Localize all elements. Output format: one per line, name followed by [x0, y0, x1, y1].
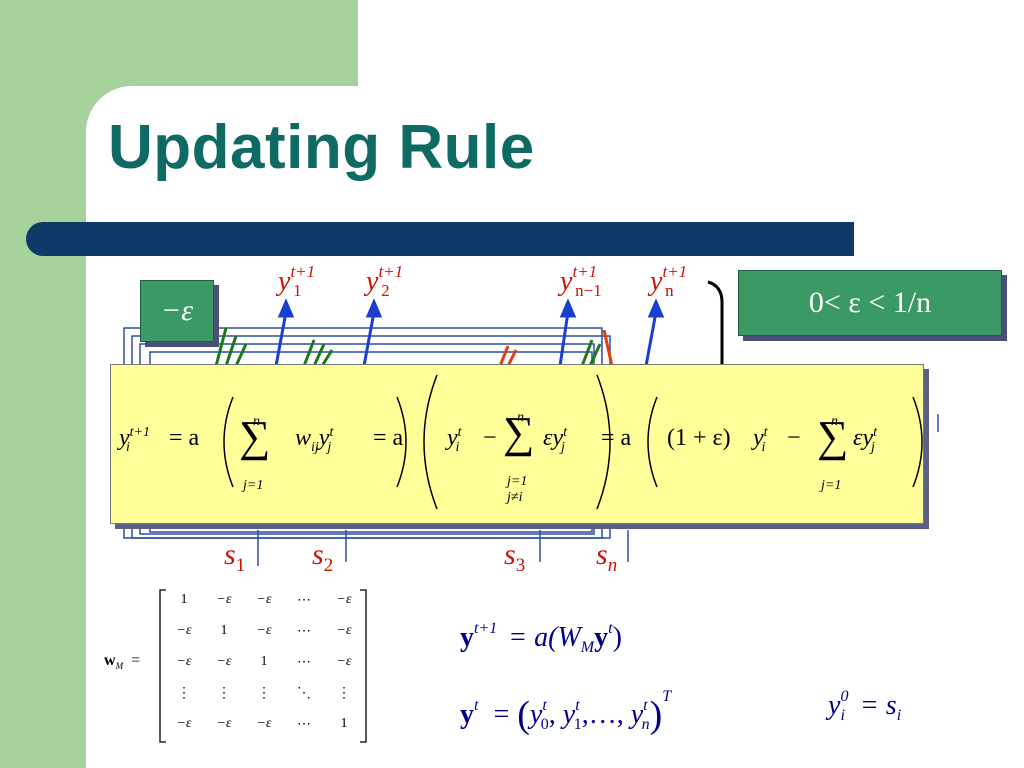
sum-3-bottom: j=1 [821, 478, 842, 493]
matrix-cell: ⋮ [217, 686, 231, 701]
matrix-cell: ⋮ [337, 686, 351, 701]
weight-line [602, 329, 614, 367]
matrix-cell: −ε [176, 654, 192, 669]
matrix-cell: ⋮ [177, 686, 191, 701]
output-arrow-4 [644, 311, 658, 367]
weight-line [234, 343, 248, 367]
weight-line [588, 343, 602, 367]
output-arrow-3 [558, 311, 570, 367]
initial-condition-equation: y0i = si [828, 688, 902, 724]
matrix-cell: −ε [176, 623, 192, 638]
output-y1: yt+11 [278, 262, 316, 300]
output-arrow-2 [362, 311, 376, 367]
matrix-cell: −ε [256, 592, 272, 607]
matrix-cell: ⋯ [297, 655, 311, 670]
update-equation: yt+1 = a(WMyt) [460, 620, 622, 656]
matrix-cell: 1 [220, 623, 228, 638]
sum-3-top: n [831, 414, 838, 429]
sum-1-top: n [253, 414, 260, 429]
output-arrow-1 [274, 311, 288, 367]
output-yn: yt+1n [650, 262, 688, 300]
arrowhead [647, 298, 665, 318]
weight-line [224, 335, 238, 367]
sum-3-sigma: ∑ [817, 412, 849, 461]
matrix-cell: −ε [336, 623, 352, 638]
input-s2: s2 [312, 538, 334, 576]
epsilon-condition-box: 0< ε < 1/n [738, 270, 1002, 336]
formula-minus-2: − [787, 425, 801, 451]
formula-eps-y-term-2: εytj [853, 425, 878, 455]
matrix-cell: −ε [216, 654, 232, 669]
weight-line [498, 345, 510, 367]
sum-1-bottom: j=1 [243, 478, 264, 493]
matrix-cell: −ε [216, 716, 232, 731]
sum-2-bottom-2: j≠i [507, 490, 523, 505]
formula-lhs: yt+1i [119, 425, 150, 455]
matrix-cell: 1 [260, 654, 268, 669]
arrowhead [277, 298, 295, 318]
sum-2-bottom: j=1 [507, 474, 528, 489]
matrix-cell: ⋱ [297, 686, 311, 701]
weight-line [302, 339, 316, 367]
weight-line [214, 327, 228, 367]
formula-eq2: = a [373, 425, 404, 451]
matrix-cell: ⋯ [297, 717, 311, 732]
weight-line [320, 349, 334, 367]
title-underline-bar [26, 222, 854, 256]
matrix-label: wM = [104, 652, 141, 672]
matrix-cell: 1 [340, 716, 348, 731]
formula-yi-term-2: yti [753, 425, 768, 455]
matrix-cell: ⋯ [297, 593, 311, 608]
output-yn-1: yt+1n−1 [560, 262, 602, 300]
slide-title: Updating Rule [108, 113, 535, 182]
input-s3: s3 [504, 538, 526, 576]
formula-weight-term: wijytj [295, 425, 334, 455]
matrix-cell: 1 [180, 592, 188, 607]
output-bracket [707, 280, 724, 366]
weight-line [312, 343, 326, 367]
formula-eq3: = a [601, 425, 632, 451]
state-vector-equation: yt =(yt0, yt1,…, ytn)T [460, 688, 672, 736]
matrix-cell: ⋮ [257, 686, 271, 701]
formula-eq1: = a [169, 425, 200, 451]
matrix-brackets [159, 589, 367, 743]
formula-one-plus-eps: (1 + ε) [667, 425, 731, 451]
matrix-cell: −ε [336, 654, 352, 669]
weight-line [506, 349, 518, 367]
formula-yi-term: yti [447, 425, 462, 455]
output-y2: yt+12 [366, 262, 404, 300]
weight-line [580, 339, 594, 367]
formula-parentheses [223, 374, 923, 510]
formula-minus-1: − [483, 425, 497, 451]
input-sn: sn [596, 538, 618, 576]
matrix-cell: −ε [176, 716, 192, 731]
matrix-cell: −ε [216, 592, 232, 607]
weight-matrix: wM = 1 −ε −ε ⋯ −ε −ε 1 −ε ⋯ −ε −ε −ε 1 ⋯ −ε ⋮ ⋮ ⋮ ⋱ ⋮ −ε −ε −ε… [104, 588, 374, 744]
arrowhead [559, 298, 577, 318]
matrix-cell: ⋯ [297, 624, 311, 639]
sum-1-sigma: ∑ [239, 412, 271, 461]
matrix-cell: −ε [256, 716, 272, 731]
update-formula-box: yt+1i = a n ∑ j=1 wijytj = a yti − n ∑ j… [110, 364, 924, 524]
sum-2-sigma: ∑ [503, 408, 535, 457]
formula-eps-y-term-1: εytj [543, 425, 568, 455]
matrix-cell: −ε [256, 623, 272, 638]
weight-value-box: −ε [140, 280, 214, 342]
arrowhead [365, 298, 383, 318]
matrix-cell: −ε [336, 592, 352, 607]
sum-2-top: n [517, 410, 524, 425]
input-s1: s1 [224, 538, 246, 576]
